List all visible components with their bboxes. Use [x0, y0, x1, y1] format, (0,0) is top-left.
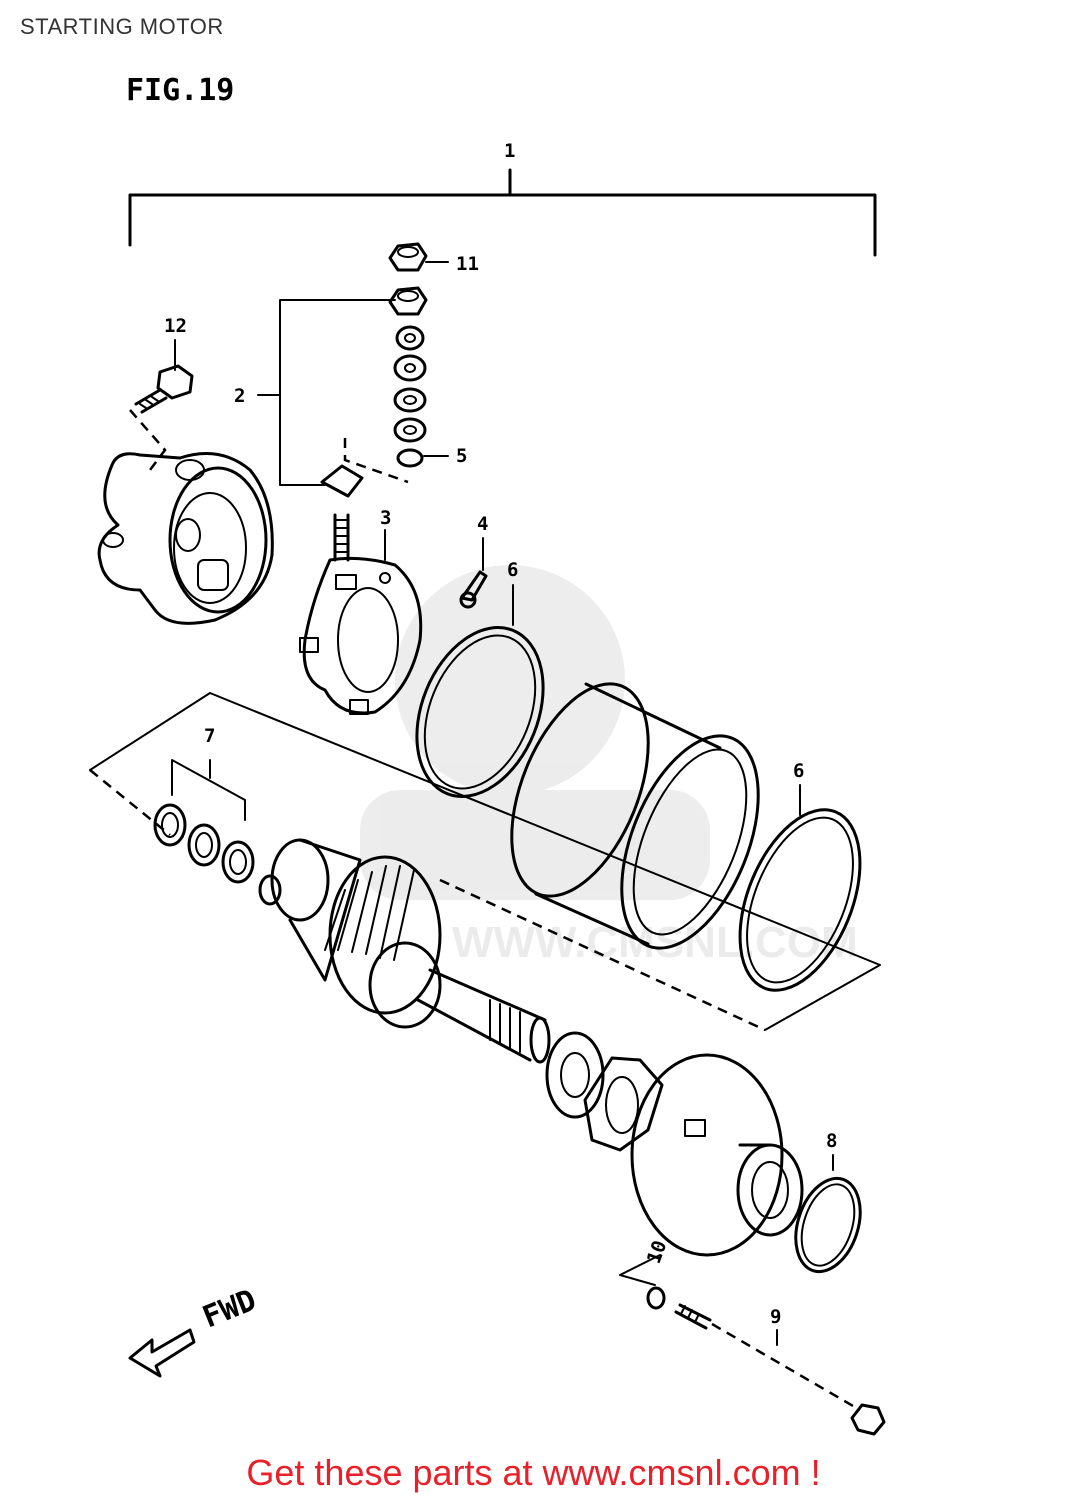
rear-cover [97, 452, 274, 625]
callout-12: 12 [164, 315, 187, 337]
callout-9: 9 [770, 1306, 781, 1328]
o-ring-6-lower [738, 784, 862, 992]
through-bolt-9 [674, 1303, 886, 1436]
forward-direction-arrow: FWD [128, 1283, 261, 1378]
promo-link[interactable]: Get these parts at www.cmsnl.com ! [246, 1452, 821, 1493]
callout-labels: 1 2 3 4 5 6 6 7 8 9 10 11 12 [164, 140, 837, 1328]
bolt-12 [129, 339, 194, 471]
callout-3: 3 [380, 507, 391, 529]
callout-7: 7 [204, 725, 215, 747]
thrust-washer [545, 1031, 605, 1119]
callout-4: 4 [477, 513, 488, 535]
callout-6-lower: 6 [793, 760, 804, 782]
brush-set-bracket [257, 299, 409, 486]
figure-label: FIG.19 [126, 73, 234, 108]
callout-2: 2 [234, 385, 245, 407]
callout-11: 11 [456, 253, 479, 275]
o-ring-6-upper [415, 584, 545, 798]
armature-kit-outline [89, 692, 881, 1032]
callout-8: 8 [826, 1130, 837, 1152]
page-title: STARTING MOTOR [20, 14, 224, 39]
o-ring-10 [619, 1254, 666, 1310]
forward-label: FWD [198, 1283, 261, 1336]
o-ring-8 [794, 1154, 862, 1274]
clip-4 [459, 537, 488, 609]
yoke-housing [510, 682, 760, 950]
front-housing [630, 1053, 804, 1257]
terminal-bolt [320, 464, 364, 562]
assembly-bracket [128, 168, 877, 257]
terminal-hardware-stack [388, 242, 449, 468]
armature [258, 838, 551, 1064]
callout-5: 5 [456, 445, 467, 467]
brush-plate [299, 529, 423, 715]
callout-6-upper: 6 [507, 559, 518, 581]
washer-set-7 [153, 759, 255, 884]
callout-1: 1 [504, 140, 515, 162]
watermark-text: WWW.CMSNL.COM [452, 918, 858, 967]
